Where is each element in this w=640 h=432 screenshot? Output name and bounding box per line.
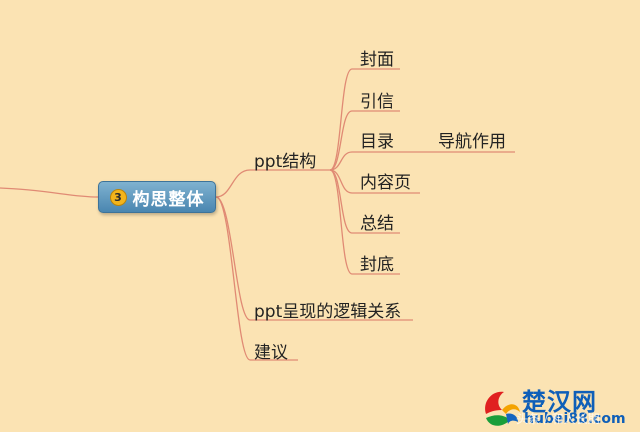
item-back[interactable]: 封底 <box>360 255 394 275</box>
connector-back <box>329 169 400 275</box>
root-label: 构思整体 <box>132 189 205 210</box>
item-content[interactable]: 内容页 <box>360 173 411 193</box>
connector-content <box>329 169 420 194</box>
item-cover[interactable]: 封面 <box>360 50 394 70</box>
connector-root-structure <box>215 169 330 198</box>
branch-ppt-logic[interactable]: ppt呈现的逻辑关系 <box>254 302 402 322</box>
step-number-badge: 3 <box>109 188 127 206</box>
item-summary[interactable]: 总结 <box>360 214 394 234</box>
item-intro[interactable]: 引信 <box>360 92 394 112</box>
brand-logo-icon <box>485 391 520 426</box>
connector-toc <box>329 151 418 171</box>
watermark-site: hubei88.com <box>524 411 626 427</box>
watermark-overlay-text: 头条 / 和人长期 <box>516 412 600 426</box>
watermark: 楚汉网 hubei88.com 头条 / 和人长期 <box>480 384 640 432</box>
root-node[interactable]: 3 构思整体 <box>98 181 216 213</box>
connector-root-advice <box>215 196 298 361</box>
toc-child-navigation[interactable]: 导航作用 <box>438 132 506 152</box>
branch-advice[interactable]: 建议 <box>254 343 288 363</box>
incoming-connector <box>0 187 99 198</box>
connector-cover <box>329 68 400 171</box>
watermark-brand: 楚汉网 <box>522 388 597 416</box>
connector-intro <box>329 110 400 171</box>
branch-ppt-structure[interactable]: ppt结构 <box>254 152 317 172</box>
item-toc[interactable]: 目录 <box>360 132 394 152</box>
